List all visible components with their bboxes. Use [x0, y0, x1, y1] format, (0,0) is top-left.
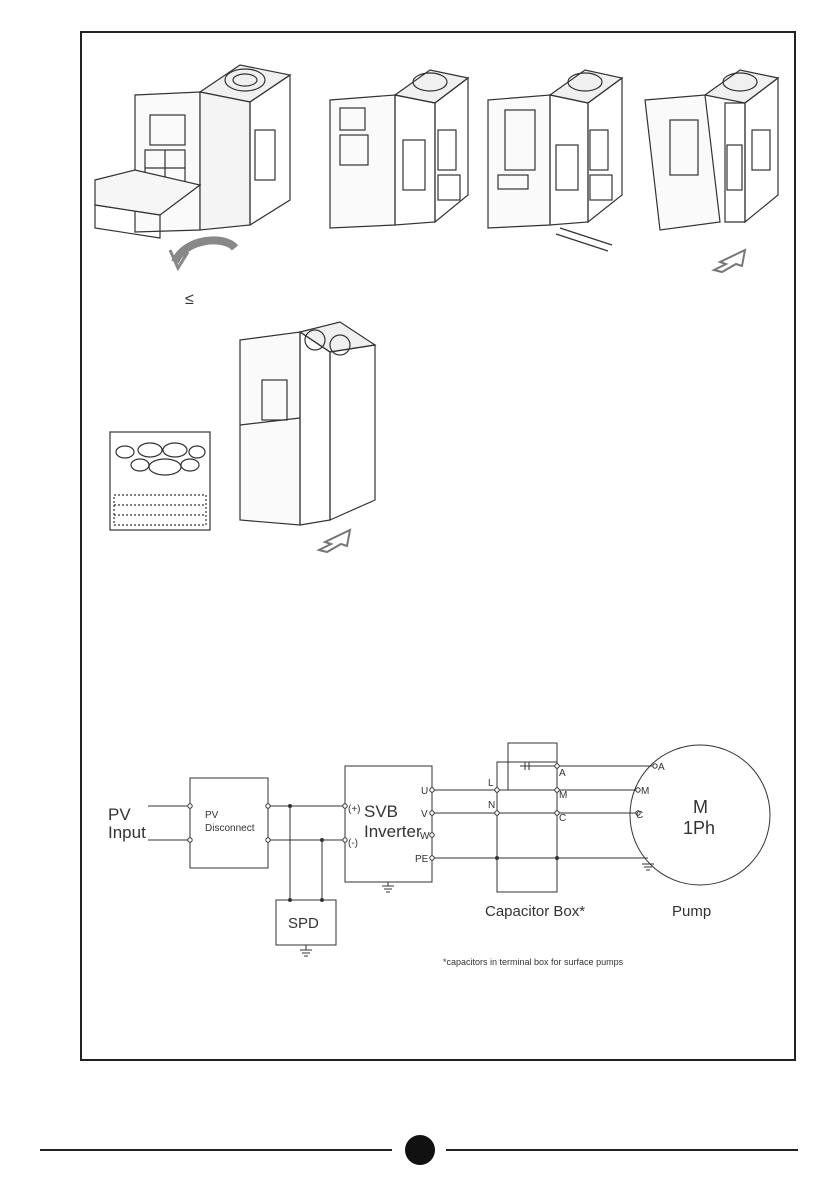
- motor-terminal-a: A: [658, 762, 665, 773]
- cap-terminal-n: N: [488, 800, 495, 811]
- pv-disconnect-label-line2: Disconnect: [205, 823, 255, 834]
- drive-illustration-3: [488, 70, 622, 251]
- cap-terminal-l: L: [488, 778, 494, 789]
- wiring-diagram: PV Input PV Disconnect (+) (-) SVB Inver…: [0, 730, 839, 1030]
- motor-label-line1: M: [693, 797, 708, 817]
- pv-input-label-line1: PV: [108, 805, 131, 824]
- page-number-dot: [405, 1135, 435, 1165]
- drive-illustration-1: ≤: [95, 65, 290, 308]
- terminal-pe: PE: [415, 854, 429, 865]
- terminal-v: V: [421, 809, 428, 820]
- terminal-w: W: [420, 831, 430, 842]
- footer-rule-left: [40, 1149, 392, 1151]
- motor-terminal-m: M: [641, 786, 649, 797]
- spd-label: SPD: [288, 915, 319, 932]
- cap-terminal-m: M: [559, 790, 567, 801]
- leq-symbol: ≤: [185, 291, 194, 308]
- inverter-label-line1: SVB: [364, 802, 398, 821]
- large-drive-illustration: [240, 322, 375, 552]
- inverter-pos-terminal: (+): [348, 804, 361, 815]
- footer-rule-right: [446, 1149, 798, 1151]
- installation-figures: ≤: [0, 0, 839, 560]
- terminal-u: U: [421, 786, 428, 797]
- motor-terminal-c: C: [636, 810, 643, 821]
- capacitor-box-label: Capacitor Box*: [485, 903, 585, 920]
- inverter-neg-terminal: (-): [348, 838, 358, 849]
- drive-illustration-4: [645, 70, 778, 272]
- pump-label: Pump: [672, 903, 711, 920]
- pv-input-label-line2: Input: [108, 823, 146, 842]
- footnote: *capacitors in terminal box for surface …: [443, 957, 624, 967]
- drive-illustration-2: [330, 70, 468, 228]
- cap-terminal-c: C: [559, 813, 566, 824]
- inverter-label-line2: Inverter: [364, 822, 422, 841]
- motor-label-line2: 1Ph: [683, 818, 715, 838]
- rear-panel-illustration: [110, 432, 210, 530]
- pv-disconnect-label-line1: PV: [205, 810, 219, 821]
- cap-terminal-a: A: [559, 768, 566, 779]
- capacitor-box: [497, 762, 557, 892]
